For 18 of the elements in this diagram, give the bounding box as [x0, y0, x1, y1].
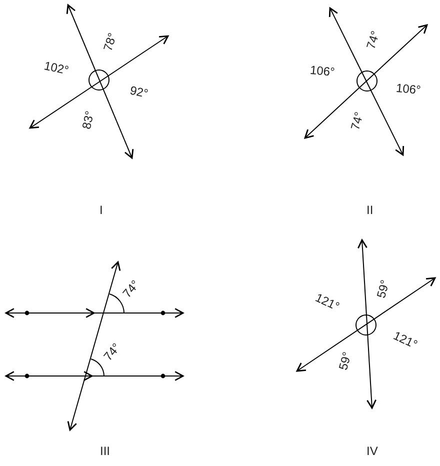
angle-measure: 121° [313, 291, 341, 313]
angle-measure: 59° [374, 278, 392, 300]
angle-measure: 74° [348, 110, 366, 132]
angle-measure: 59° [336, 350, 354, 372]
figure-label: I [100, 204, 103, 216]
angle-measure: 78° [102, 32, 119, 52]
angle-measure: 74° [120, 278, 142, 300]
angle-measure: 74° [102, 341, 122, 363]
angle-measure: 106° [395, 82, 421, 96]
angle-measure: 83° [80, 110, 96, 130]
angle-measure: 74° [364, 30, 382, 50]
angle-measure: 102° [42, 60, 70, 76]
angle-measure: 106° [309, 64, 335, 78]
figure-label: IV [366, 445, 378, 457]
figure-label: II [366, 204, 374, 216]
figure-label: III [100, 445, 110, 457]
angle-measure: 121° [391, 329, 419, 351]
angle-measure: 92° [128, 84, 150, 100]
